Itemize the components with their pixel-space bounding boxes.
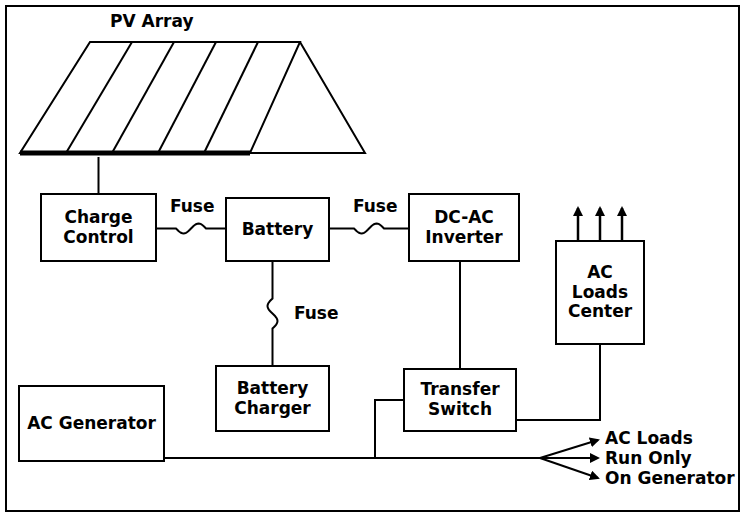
fuse-label: Fuse [292,303,341,323]
box-label: AC Generator [27,414,156,434]
load-center: AC Loads Center [555,240,645,345]
wire [517,345,600,420]
box-label: DC-AC Inverter [410,208,518,247]
solar-panel-drawing [15,10,370,157]
battery-charger: Battery Charger [215,365,330,432]
panel-outline [20,42,300,153]
load-note: AC Loads Run Only On Generator [603,428,737,488]
panel-divider [158,42,216,153]
transfer-switch: Transfer Switch [403,368,517,432]
roof-line [250,42,365,153]
inverter: DC-AC Inverter [408,193,520,262]
box-label: Charge Control [42,208,155,247]
battery: Battery [225,197,330,262]
fuse-label: Fuse [351,196,400,216]
generator-load-wires [375,440,598,478]
wire [459,262,461,368]
panel-divider [204,42,258,153]
panel-lines [20,42,365,153]
box-label: AC Loads Center [557,263,643,322]
frame [6,6,739,511]
fused-wire [268,262,278,365]
fused-wire [157,224,225,234]
array-title: PV Array [110,12,194,32]
generator: AC Generator [18,385,165,462]
box-label: Transfer Switch [405,380,515,419]
load-arrows [578,208,622,240]
panel-divider [112,42,174,153]
panel-base [20,151,250,156]
charge-controller: Charge Control [40,193,157,262]
wire [98,157,100,193]
box-label: Battery Charger [217,379,328,418]
fuse-label: Fuse [168,196,217,216]
box-label: Battery [242,220,314,240]
fused-wire [330,224,408,234]
pv-array: PV Array [15,10,370,157]
